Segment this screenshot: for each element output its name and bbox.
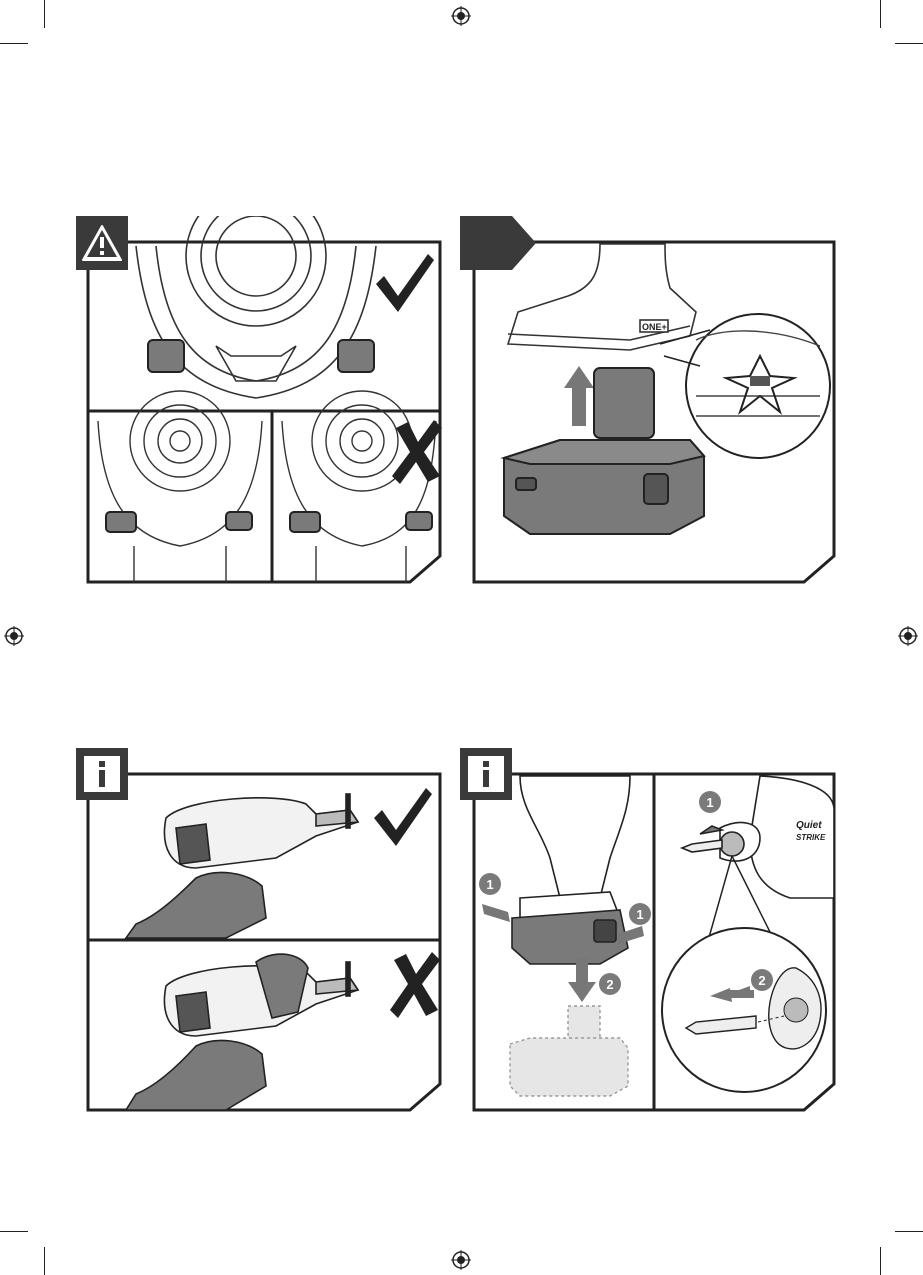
registration-mark-icon — [451, 6, 471, 26]
step-badge-1a: 1 — [479, 873, 501, 895]
bumper-left-wrong-b — [290, 512, 320, 532]
warning-triangle-icon — [76, 216, 128, 270]
bumper-left-wrong-a — [106, 512, 136, 532]
svg-text:1: 1 — [636, 907, 643, 922]
registration-mark-icon — [4, 626, 24, 646]
crop-mark — [880, 1247, 881, 1275]
crop-mark — [44, 0, 45, 28]
step-badge-2b: 2 — [751, 969, 773, 991]
registration-mark-icon — [451, 1250, 471, 1270]
figure-removal-panel: 1 1 2 Quiet STRIKE 1 — [460, 748, 838, 1114]
svg-text:2: 2 — [606, 977, 613, 992]
svg-text:1: 1 — [706, 795, 713, 810]
bumper-right-wrong-a — [226, 512, 252, 530]
crop-mark — [895, 43, 923, 44]
figure-battery-panel: ONE+ — [460, 216, 838, 586]
crop-mark — [0, 43, 28, 44]
figure-grip-panel — [76, 748, 452, 1114]
info-icon — [460, 748, 512, 800]
battery-brand-label: ONE+ — [642, 322, 667, 332]
info-icon — [76, 748, 128, 800]
step-badge-1c: 1 — [699, 791, 721, 813]
brand-label-line2: STRIKE — [796, 833, 826, 842]
bumper-left — [148, 340, 184, 372]
bumper-right-wrong-b — [406, 512, 432, 530]
svg-text:1: 1 — [486, 877, 493, 892]
bumper-right — [338, 340, 374, 372]
crop-mark — [895, 1231, 923, 1232]
svg-text:2: 2 — [758, 973, 765, 988]
crop-mark — [44, 1247, 45, 1275]
crop-mark — [0, 1231, 28, 1232]
brand-label-line1: Quiet — [796, 820, 822, 831]
crop-mark — [880, 0, 881, 28]
step-badge-1b: 1 — [629, 903, 651, 925]
registration-mark-icon — [898, 626, 918, 646]
figure-warning-panel — [76, 216, 452, 586]
step-badge-2a: 2 — [599, 973, 621, 995]
